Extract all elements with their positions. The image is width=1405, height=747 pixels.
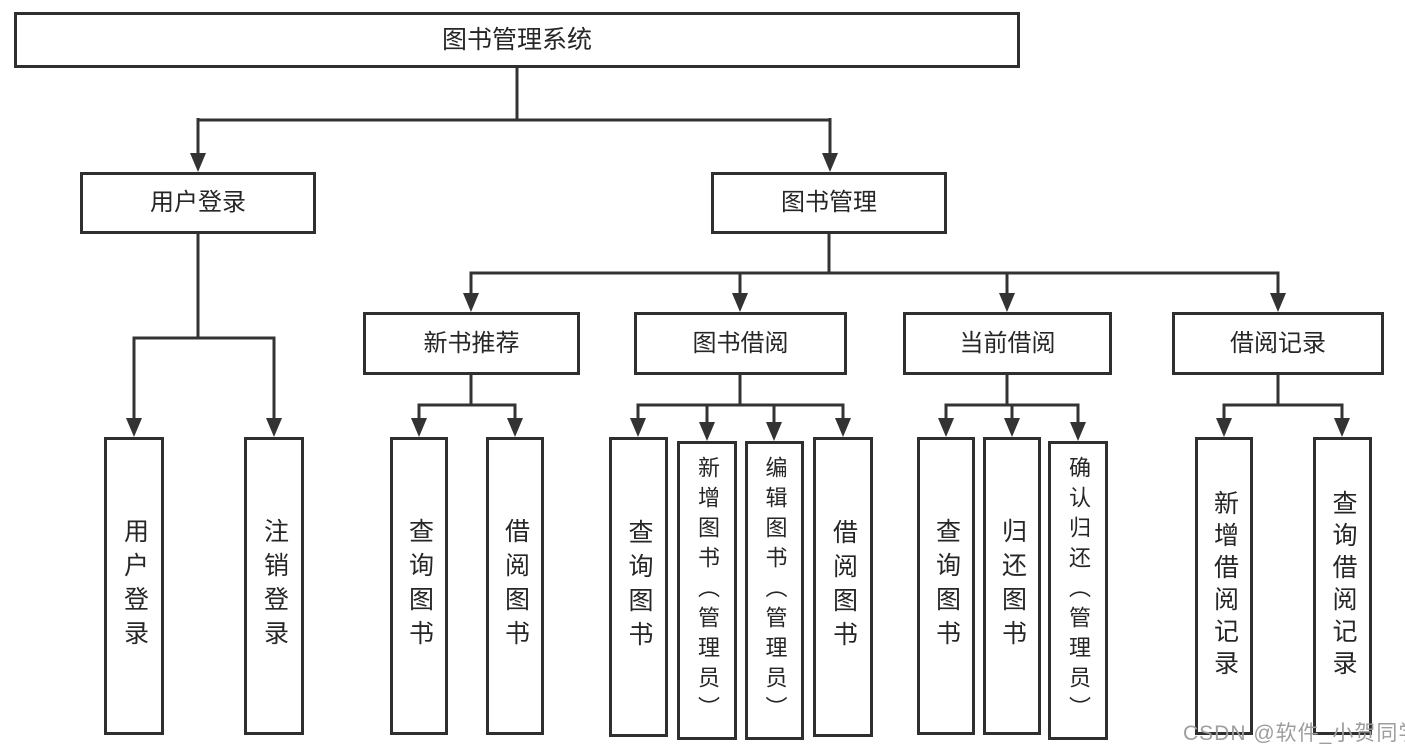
leaf-return-books: 归还图书 [983,437,1041,735]
node-book-borrowing: 图书借阅 [634,312,847,375]
node-label: 图书管理系统 [441,25,592,54]
leaf-logout: 注销登录 [244,437,304,735]
node-library-system: 图书管理系统 [14,12,1020,68]
node-borrowing-records: 借阅记录 [1172,312,1384,375]
leaf-edit-books-admin: 编辑图书（管理员） [745,441,804,740]
leaf-borrow-books-borrowing: 借阅图书 [813,437,873,737]
leaf-add-borrow-record: 新增借阅记录 [1195,437,1253,735]
node-label: 新增图书（管理员） [695,455,720,726]
csdn-watermark: CSDN @软件_小贺同学 [1183,722,1405,745]
node-label: 用户登录 [120,518,149,654]
node-label: 借阅记录 [1230,329,1326,357]
node-label: 查询借阅记录 [1329,490,1357,682]
leaf-query-books-current: 查询图书 [917,437,975,735]
leaf-borrow-books-recommend: 借阅图书 [486,437,544,735]
node-label: 用户登录 [150,189,246,216]
node-label: 图书借阅 [692,329,789,357]
leaf-query-books-recommend: 查询图书 [390,437,448,735]
leaf-confirm-return-admin: 确认归还（管理员） [1048,441,1108,740]
node-user-login-branch: 用户登录 [80,172,316,234]
node-label: 查询图书 [405,518,434,654]
node-label: 查询图书 [625,519,653,655]
node-label: 归还图书 [998,518,1027,654]
node-new-book-recommendation: 新书推荐 [363,312,580,375]
node-label: 借阅图书 [829,519,858,655]
node-label: 查询图书 [932,518,961,654]
node-label: 当前借阅 [959,329,1056,357]
node-label: 借阅图书 [501,518,530,654]
node-book-management: 图书管理 [711,172,947,234]
node-label: 确认归还（管理员） [1066,455,1091,726]
node-label: 新增借阅记录 [1210,490,1239,682]
node-label: 编辑图书（管理员） [762,455,788,726]
leaf-user-login: 用户登录 [104,437,164,735]
leaf-query-books-borrowing: 查询图书 [609,437,668,737]
node-label: 图书管理 [781,189,877,216]
node-label: 新书推荐 [423,329,520,357]
leaf-add-books-admin: 新增图书（管理员） [677,441,737,740]
leaf-query-borrow-record: 查询借阅记录 [1313,437,1372,735]
node-label: 注销登录 [260,518,289,654]
node-current-borrowing: 当前借阅 [903,312,1112,375]
